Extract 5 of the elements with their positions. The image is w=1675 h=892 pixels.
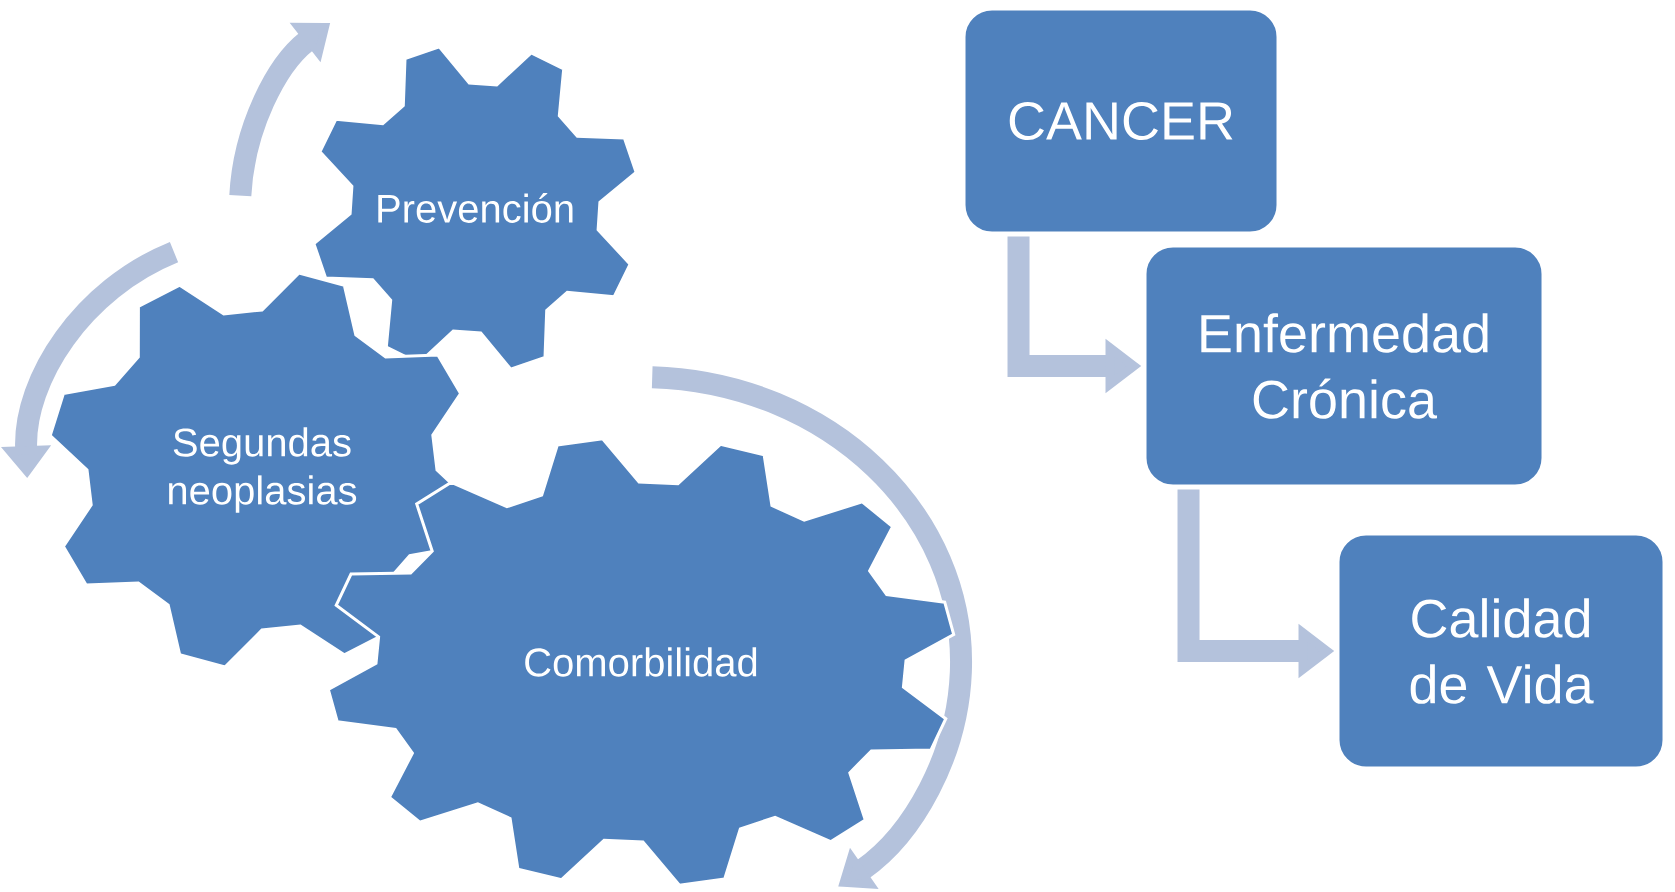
gear: Prevención	[312, 45, 638, 371]
process-box: Enfermedad Crónica	[1143, 244, 1545, 488]
gear: Segundas neoplasias	[48, 271, 476, 669]
process-box: CANCER	[962, 7, 1280, 235]
process-box: Calidad de Vida	[1336, 532, 1666, 770]
